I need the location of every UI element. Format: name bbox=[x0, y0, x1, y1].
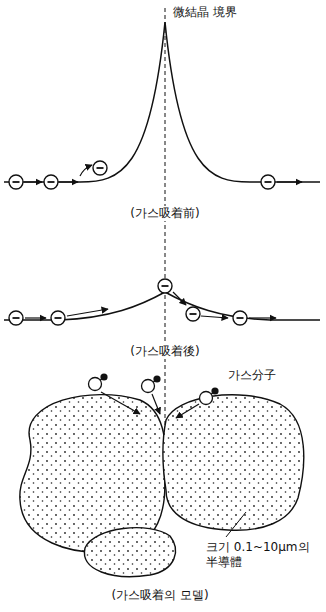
electron bbox=[44, 175, 58, 189]
flow-arrow bbox=[80, 165, 92, 176]
figure-caption: (가스吸着의 모델) bbox=[109, 588, 210, 603]
gas-molecule bbox=[142, 375, 161, 392]
electron bbox=[233, 311, 247, 325]
flow-arrow bbox=[173, 292, 186, 305]
text-label: 크기 0.1~10μm의 半導體 bbox=[204, 540, 322, 570]
text-label: (가스吸着後) bbox=[128, 344, 201, 359]
potential-barrier-high bbox=[4, 22, 320, 182]
gas-molecules bbox=[89, 373, 219, 418]
flow-arrow bbox=[277, 181, 302, 182]
electron bbox=[51, 311, 65, 325]
text-label: (가스吸着前) bbox=[128, 206, 201, 221]
flow-arrow bbox=[249, 317, 276, 318]
electron bbox=[93, 161, 107, 175]
electron bbox=[186, 307, 200, 321]
leader-line bbox=[226, 512, 246, 537]
flow-arrow bbox=[59, 181, 78, 182]
gas-molecule bbox=[89, 373, 108, 390]
flow-arrow bbox=[24, 181, 42, 182]
electron bbox=[158, 279, 172, 293]
electron-flow-after bbox=[9, 279, 276, 325]
electron bbox=[9, 175, 23, 189]
electron-flow-before bbox=[9, 161, 302, 189]
text-label: 가스分子 bbox=[226, 368, 278, 383]
flow-arrow bbox=[201, 316, 228, 318]
electron bbox=[9, 311, 23, 325]
electron bbox=[261, 175, 275, 189]
adsorption-arrow bbox=[152, 394, 160, 414]
flow-arrow bbox=[67, 309, 108, 316]
flow-arrow bbox=[25, 317, 46, 318]
adsorption-arrow bbox=[101, 392, 140, 414]
semiconductor-grain bbox=[163, 395, 304, 530]
gas-molecule bbox=[200, 387, 219, 404]
semiconductor-grain bbox=[84, 528, 175, 577]
text-label: 微結晶 境界 bbox=[171, 5, 239, 20]
adsorption-arrow bbox=[176, 404, 199, 418]
